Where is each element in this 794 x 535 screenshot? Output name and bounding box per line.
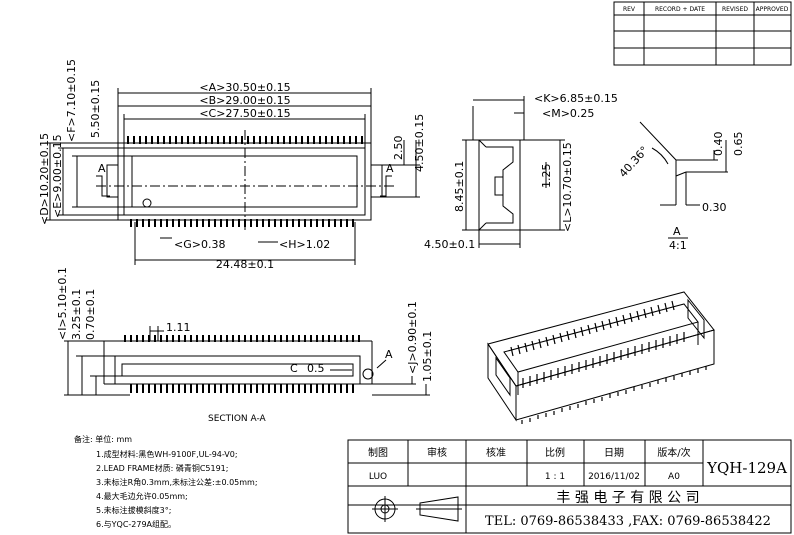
side-view [462,96,565,248]
dim-j-label: <J>0.90±0.1 [406,301,419,374]
rev-header-approved: APPROVED [756,6,789,13]
dim-250-label: 2.50 [392,136,405,161]
dim-l-label: <L>10.70±0.15 [561,142,574,232]
tb-value-date: 2016/11/02 [588,472,640,482]
dim-a-label: <A>30.50±0.15 [199,81,290,94]
dim-d-label: <D>10.20±0.15 [38,133,51,225]
tb-value-version: A0 [668,472,680,482]
note-6: 6.与YQC-279A组配。 [96,519,176,529]
dim-111-label: 1.11 [166,321,191,334]
tb-value-scale: 1 : 1 [545,472,565,482]
section-top-pins [124,335,360,342]
tb-contact: TEL: 0769-86538433 ,FAX: 0769-86538422 [485,514,771,529]
dim-h-label: <H>1.02 [279,238,330,251]
notes-heading: 备注: 单位: mm [74,434,132,444]
dim-f-label: <F>7.10±0.15 [65,59,78,142]
revision-table [613,1,792,66]
dim-g-label: <G>0.38 [174,238,225,251]
dim-e-label: <E>9.00±0.15 [51,134,64,218]
dim-b-label: <B>29.00±0.15 [199,94,290,107]
rev-header-record: RECORD + DATE [655,6,705,13]
dim-105-label: 1.05±0.1 [421,331,434,382]
top-view [45,88,420,265]
tb-company-name: 丰 强 电 子 有 限 公 司 [556,490,699,506]
top-view-bottom-pins [130,219,354,227]
dim-550-label: 5.50±0.15 [89,80,102,138]
dim-325-label: 3.25±0.1 [70,289,83,340]
note-5: 5.未标注拔模斜度3°; [96,505,171,515]
dim-070-label: 0.70±0.1 [84,289,97,340]
dim-450h-label: 4.50±0.1 [424,238,475,251]
dim-i-label: <I>5.10±0.1 [56,267,69,340]
tb-value-drawn: LUO [369,472,387,482]
tb-header-drawn: 制图 [368,446,388,459]
detail-label: A [673,225,681,238]
note-2: 2.LEAD FRAME材质: 磷青铜C5191; [96,463,228,473]
dim-m-label: <M>0.25 [542,107,594,120]
rev-header-rev: REV [623,6,636,13]
note-3: 3.未标注R角0.3mm,未标注公差:±0.05mm; [96,477,258,487]
section-mark-right: A [386,162,394,175]
detail-040: 0.40 [712,132,725,157]
dim-2448-label: 24.48±0.1 [216,258,274,271]
dim-c-label: <C>27.50±0.15 [199,107,290,120]
note-1: 1.成型材料:黑色WH-9100F,UL-94-V0; [96,449,238,459]
title-block [347,439,792,534]
tb-header-approve: 核准 [486,446,506,459]
detail-065: 0.65 [732,132,745,157]
tb-header-date: 日期 [604,447,624,459]
detail-030: 0.30 [702,201,727,214]
isometric-pins [510,300,707,424]
section-label-c: C [290,362,298,375]
detail-scale: 4:1 [669,239,687,252]
dim-845-label: 8.45±0.1 [453,161,466,212]
section-label-a: A [385,348,393,361]
section-mark-left: A [98,162,106,175]
detail-a-view [639,121,728,239]
rev-header-revised: REVISED [722,6,748,13]
tb-header-version: 版本/次 [657,446,690,459]
isometric-view [487,291,715,422]
note-4: 4.最大毛边允许0.05mm; [96,491,188,501]
dim-125-label: 1.25 [540,164,553,189]
dim-450v-label: 4.50±0.15 [413,114,426,172]
tb-part-number: YQH-129A [706,459,787,477]
section-title: SECTION A-A [208,414,267,424]
dim-k-label: <K>6.85±0.15 [534,92,618,105]
section-bottom-pins [130,384,354,393]
section-label-05: 0.5 [307,362,325,375]
tb-header-scale: 比例 [545,446,565,459]
tb-header-check: 审核 [427,446,447,459]
top-view-top-pins [127,136,363,144]
